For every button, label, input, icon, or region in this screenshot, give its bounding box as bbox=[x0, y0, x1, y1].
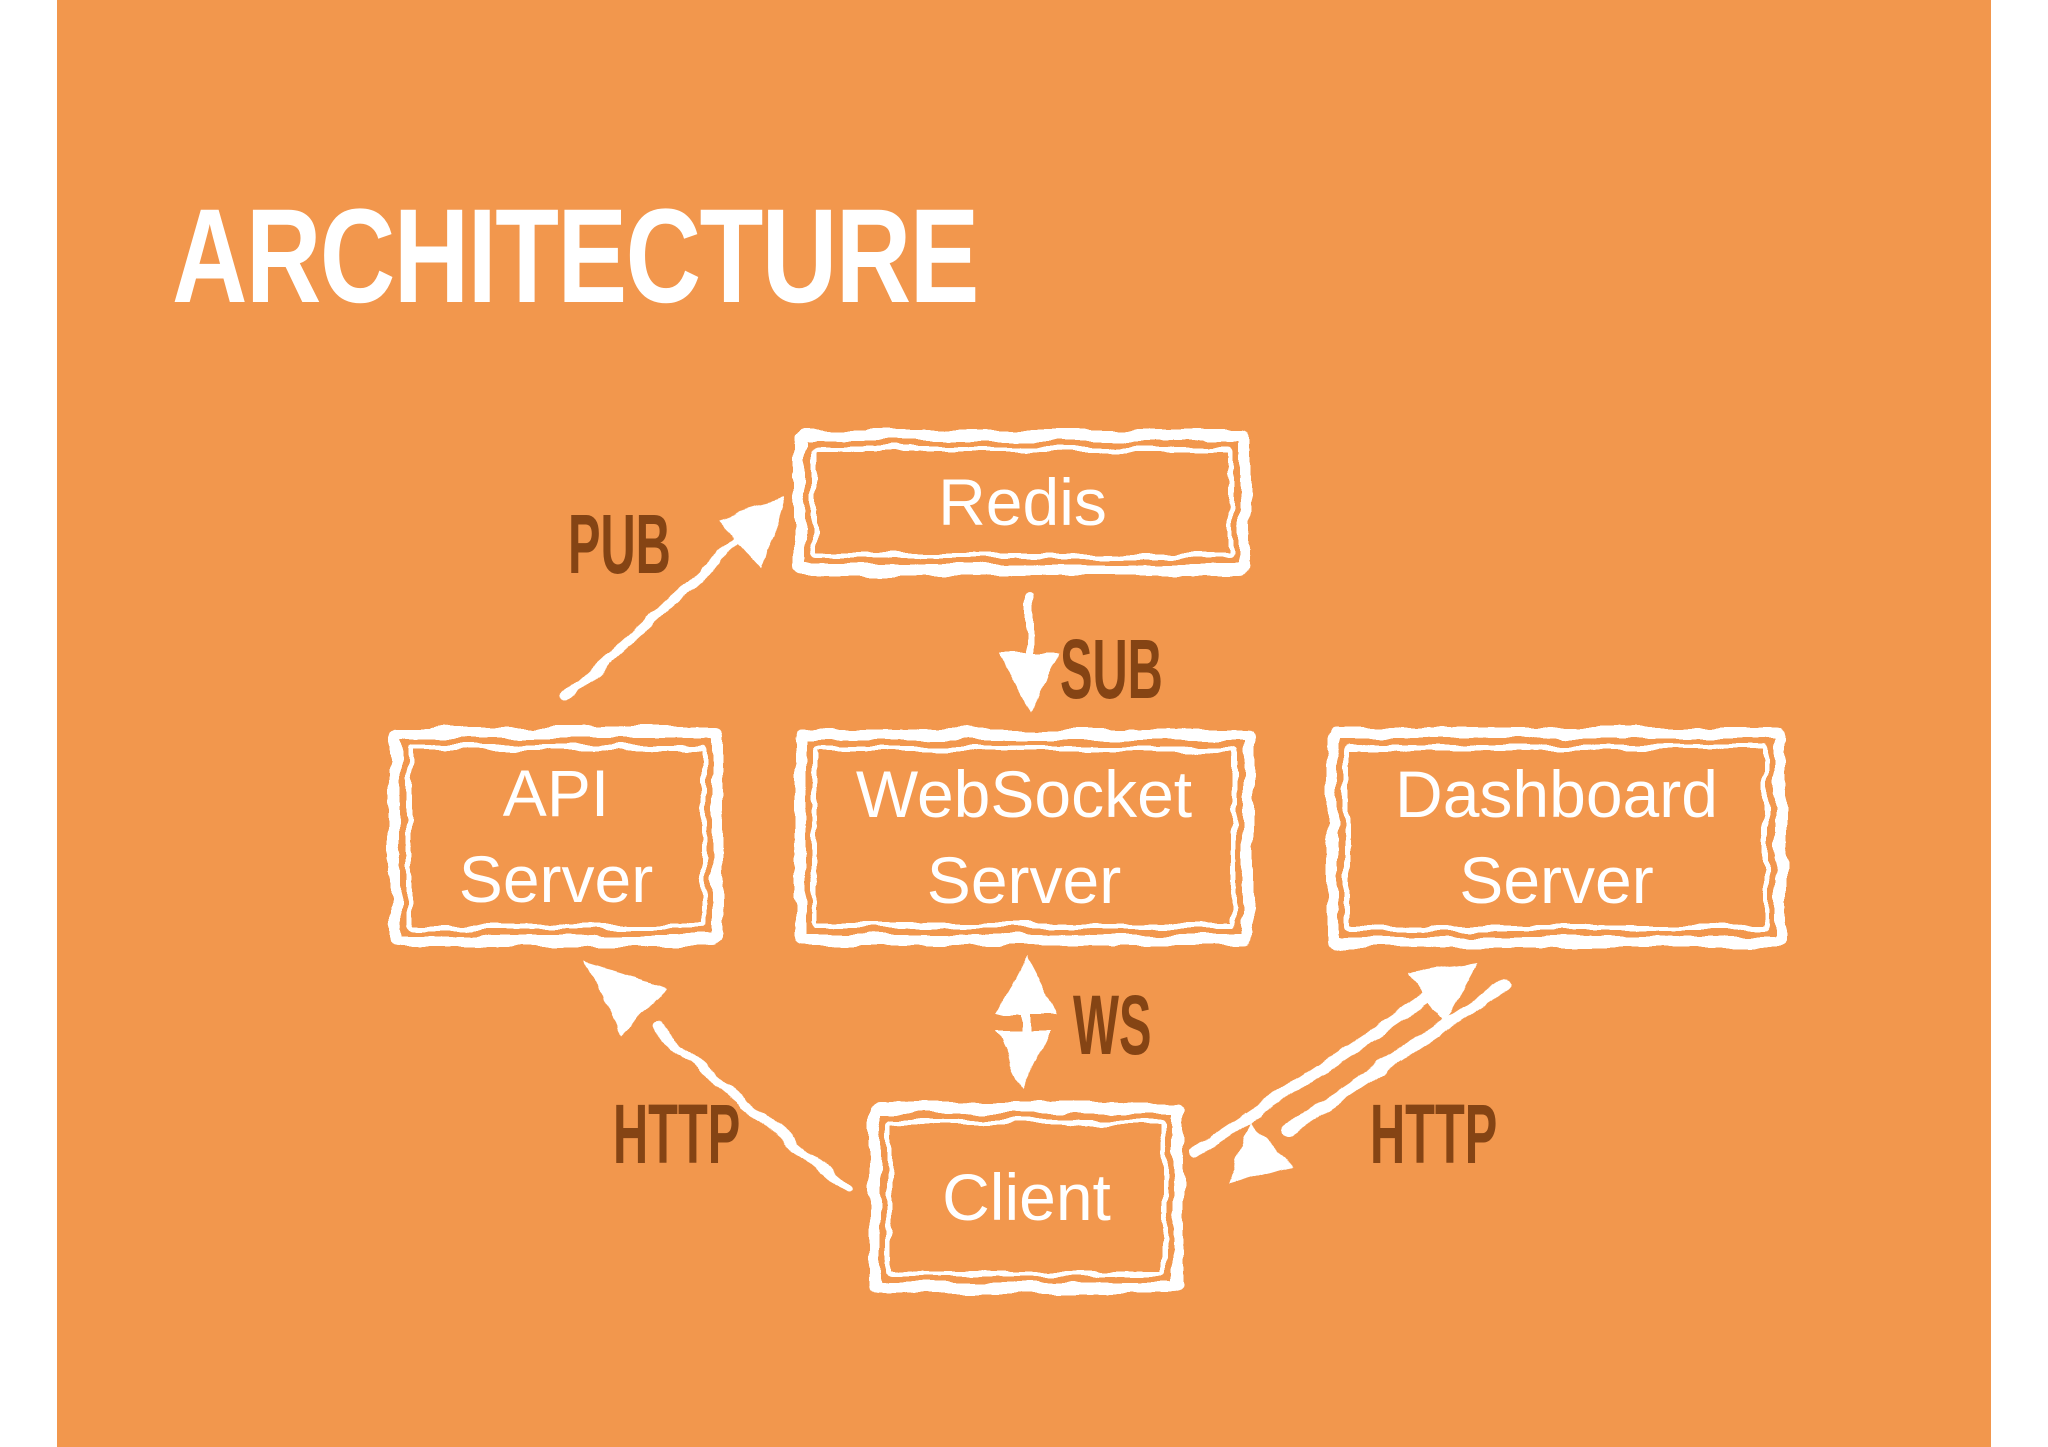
node-api-server-label-line1: API bbox=[502, 756, 610, 831]
dashboard-server-box-border bbox=[1327, 727, 1786, 948]
pub-arrow bbox=[558, 499, 786, 705]
node-redis: Redis bbox=[800, 435, 1245, 570]
slide-background bbox=[57, 0, 1991, 1447]
http-arrow-left bbox=[584, 962, 853, 1195]
page-title: ARCHITECTURE bbox=[172, 182, 979, 331]
sub-arrowhead bbox=[999, 653, 1060, 713]
http-right-arrowhead-up bbox=[1408, 963, 1477, 1024]
redis-box-border bbox=[794, 429, 1251, 576]
node-websocket-server: WebSocket Server bbox=[800, 735, 1248, 940]
api-server-box-border bbox=[389, 727, 723, 947]
node-websocket-server-label-line1: WebSocket bbox=[855, 756, 1193, 831]
node-redis-label: Redis bbox=[938, 464, 1107, 539]
edge-label-ws: WS bbox=[1073, 978, 1152, 1072]
ws-arrow bbox=[995, 956, 1056, 1088]
api-server-box-inner-border bbox=[406, 744, 706, 930]
websocket-server-box-inner-border bbox=[811, 746, 1237, 929]
pub-arrowhead bbox=[717, 499, 786, 569]
edge-label-http-left: HTTP bbox=[613, 1087, 741, 1181]
http-left-arrowhead bbox=[584, 962, 668, 1034]
edge-label-pub: PUB bbox=[568, 497, 671, 591]
edge-label-sub: SUB bbox=[1060, 622, 1163, 716]
edge-label-http-right: HTTP bbox=[1370, 1087, 1498, 1181]
node-api-server-label-line2: Server bbox=[458, 842, 654, 916]
http-right-arrowhead-down bbox=[1227, 1121, 1291, 1186]
redis-box-inner-border bbox=[811, 446, 1234, 559]
client-box-inner-border bbox=[886, 1119, 1167, 1277]
node-client: Client bbox=[875, 1108, 1178, 1288]
node-dashboard-server: Dashboard Server bbox=[1333, 733, 1780, 942]
ws-arrowhead-up bbox=[997, 956, 1056, 1013]
node-websocket-server-label-line2: Server bbox=[926, 842, 1122, 917]
dashboard-server-box-inner-border bbox=[1344, 744, 1769, 931]
ws-arrowhead-down bbox=[995, 1031, 1051, 1088]
node-dashboard-server-label-line1: Dashboard bbox=[1395, 756, 1718, 831]
http-arrow-right bbox=[1190, 963, 1511, 1186]
node-api-server: API Server bbox=[395, 733, 717, 941]
websocket-server-box-border bbox=[794, 729, 1254, 946]
node-dashboard-server-label-line2: Server bbox=[1459, 842, 1654, 917]
client-box-border bbox=[869, 1102, 1184, 1294]
node-client-label: Client bbox=[942, 1160, 1111, 1235]
sub-arrow bbox=[999, 593, 1060, 713]
